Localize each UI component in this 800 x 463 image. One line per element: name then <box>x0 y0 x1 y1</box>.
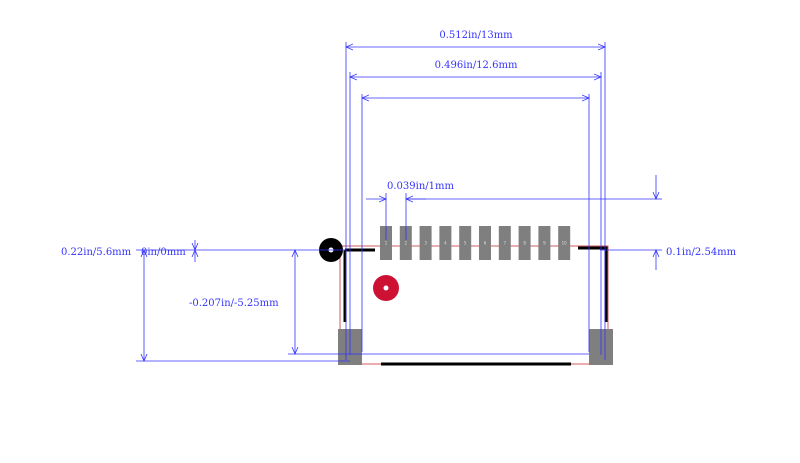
left-height-label: 0.22in/5.6mm <box>61 247 132 258</box>
pad-label-10: 10 <box>562 241 568 246</box>
dimension-labels: 0.512in/13mm 0.496in/12.6mm 0.039in/1mm … <box>61 30 737 309</box>
courtyard-outline <box>339 245 609 365</box>
pad-label-2: 2 <box>405 241 408 246</box>
pad-7 <box>498 226 511 260</box>
pad-3 <box>419 226 432 260</box>
pad-label-6: 6 <box>484 241 487 246</box>
pad-10 <box>558 226 571 260</box>
pad-5 <box>459 226 472 260</box>
silkscreen-outline <box>343 246 608 366</box>
pad-8 <box>518 226 531 260</box>
pad-1 <box>380 226 392 260</box>
pad-label-5: 5 <box>464 241 467 246</box>
pitch-label: 0.039in/1mm <box>387 181 454 192</box>
pad-4 <box>439 226 452 260</box>
pin-offset-label: -0.207in/-5.25mm <box>189 298 279 309</box>
pad-label-8: 8 <box>523 241 526 246</box>
pin1-marker <box>373 275 399 301</box>
pad-label-9: 9 <box>543 241 546 246</box>
pad-9 <box>538 226 551 260</box>
inner-width-label: 0.496in/12.6mm <box>435 60 518 71</box>
dimension-lines <box>136 42 662 361</box>
overall-width-label: 0.512in/13mm <box>439 30 513 41</box>
pad-6 <box>479 226 491 260</box>
origin-label: 0in/0mm <box>141 247 186 258</box>
pad-label-3: 3 <box>424 241 427 246</box>
pad-label-4: 4 <box>444 241 447 246</box>
pad-label-1: 1 <box>385 241 388 246</box>
pad-2 <box>399 226 412 260</box>
signal-pads: 1 2 3 4 5 6 7 8 9 10 <box>380 226 571 260</box>
pad-label-7: 7 <box>504 241 507 246</box>
right-height-label: 0.1in/2.54mm <box>666 247 737 258</box>
